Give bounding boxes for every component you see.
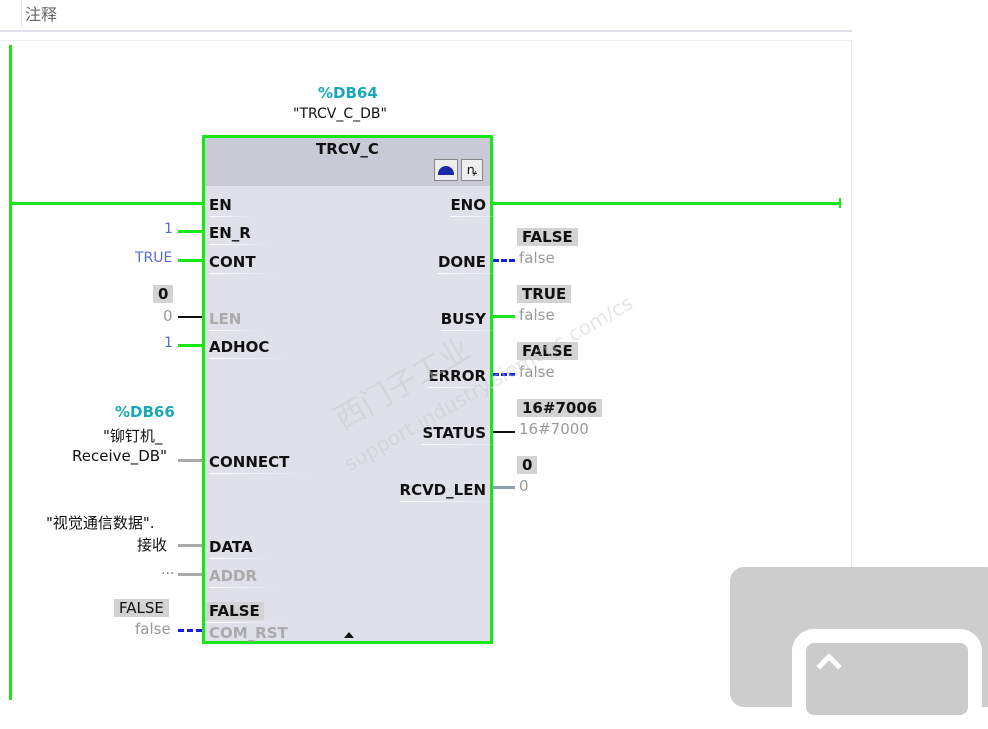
cont-value[interactable]: TRUE xyxy=(135,250,173,266)
wire xyxy=(178,459,202,462)
wire xyxy=(493,315,515,318)
com-rst-monitor: FALSE xyxy=(114,599,169,617)
done-value[interactable]: false xyxy=(519,249,555,267)
comment-label: 注释 xyxy=(25,5,58,24)
connect-db-name-2[interactable]: Receive_DB" xyxy=(72,447,167,465)
divider xyxy=(21,0,22,27)
wire xyxy=(178,344,202,347)
wire-end xyxy=(839,198,841,208)
instance-db-name[interactable]: "TRCV_C_DB" xyxy=(293,106,387,122)
scroll-to-top-button[interactable] xyxy=(792,629,982,729)
busy-monitor: TRUE xyxy=(517,285,572,303)
error-value[interactable]: false xyxy=(519,363,555,381)
block-type: TRCV_C xyxy=(316,140,379,158)
pin-en-r: EN_R xyxy=(209,224,271,245)
wire xyxy=(178,544,202,547)
pin-done: DONE xyxy=(437,253,507,274)
rcvd-len-monitor: 0 xyxy=(517,456,538,474)
len-monitor-value: 0 xyxy=(153,285,174,303)
expand-collapse-icon[interactable] xyxy=(344,632,354,638)
pin-error: ERROR xyxy=(428,367,506,388)
trcv-c-block[interactable]: TRCV_C ꝴ EN EN_R CONT LEN ADHOC CONNECT … xyxy=(202,135,507,645)
wire xyxy=(178,573,202,576)
rcvd-len-value[interactable]: 0 xyxy=(519,477,529,495)
pin-data: DATA xyxy=(209,538,272,559)
pin-en: EN xyxy=(209,196,252,217)
wire xyxy=(178,316,202,318)
chevron-up-icon xyxy=(816,653,842,679)
wire xyxy=(178,230,202,233)
pin-cont: CONT xyxy=(209,253,275,274)
wire xyxy=(178,629,202,632)
instance-db-icon[interactable] xyxy=(434,159,458,181)
addr-value[interactable]: ... xyxy=(161,562,175,578)
pin-rcvd-len: RCVD_LEN xyxy=(399,481,507,502)
wire xyxy=(493,486,515,489)
data-tag-1[interactable]: "视觉通信数据". xyxy=(46,514,155,532)
diagnostics-icon[interactable]: ꝴ xyxy=(461,159,483,181)
pin-connect: CONNECT xyxy=(209,453,310,474)
connect-db-address: %DB66 xyxy=(115,403,175,421)
pin-addr: ADDR xyxy=(209,567,278,588)
wire xyxy=(178,259,202,262)
en-wire xyxy=(9,202,202,205)
pin-len: LEN xyxy=(209,310,262,331)
com-rst-monitor-value: FALSE xyxy=(205,602,284,623)
done-monitor: FALSE xyxy=(517,228,578,246)
block-header: TRCV_C ꝴ xyxy=(205,138,490,186)
en-r-value[interactable]: 1 xyxy=(164,221,173,237)
pin-com-rst: COM_RST xyxy=(209,624,308,645)
pin-eno: ENO xyxy=(450,196,506,217)
wire xyxy=(493,431,515,433)
status-value[interactable]: 16#7000 xyxy=(519,420,589,438)
connect-db-name-1[interactable]: "铆钉机_ xyxy=(103,427,163,445)
instance-db-address: %DB64 xyxy=(318,84,378,102)
overlay-panel xyxy=(730,567,988,729)
adhoc-value[interactable]: 1 xyxy=(164,335,173,351)
wire xyxy=(493,373,515,376)
wire xyxy=(493,259,515,262)
status-monitor: 16#7006 xyxy=(517,399,603,417)
data-tag-2[interactable]: 接收 xyxy=(137,536,168,554)
eno-wire xyxy=(493,202,841,205)
ladder-network-canvas[interactable] xyxy=(0,40,852,700)
network-comment-bar[interactable]: 注释 xyxy=(0,0,852,32)
len-value[interactable]: 0 xyxy=(163,307,173,325)
left-power-rail xyxy=(9,45,12,700)
com-rst-value[interactable]: false xyxy=(135,620,171,638)
pin-adhoc: ADHOC xyxy=(209,338,290,359)
error-monitor: FALSE xyxy=(517,342,578,360)
pin-status: STATUS xyxy=(422,424,506,445)
busy-value[interactable]: false xyxy=(519,306,555,324)
pin-busy: BUSY xyxy=(440,310,507,331)
